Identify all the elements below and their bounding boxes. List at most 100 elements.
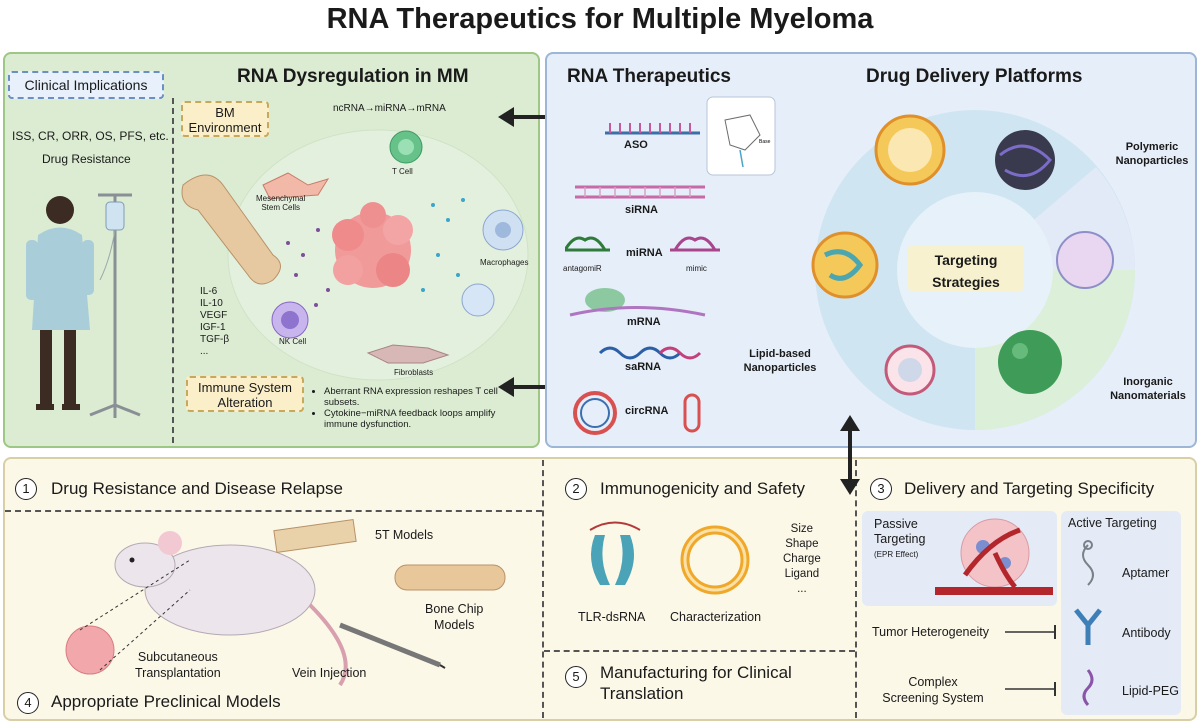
section-5-line-2: Translation [600,684,684,703]
section-number-1: 1 [15,478,37,500]
mouse-icon [114,531,348,687]
section-title-2: Immunogenicity and Safety [600,479,806,498]
bullet-item: Cytokine−miRNA feedback loops amplify im… [324,408,509,430]
section-number-2: 2 [565,478,587,500]
nanoparticle-ring-icon [680,525,750,595]
cytokine-dots [286,198,465,307]
mimic-label: mimic [686,264,707,273]
bm-line-1: BM [215,105,235,120]
polymer-tangle-icon [995,130,1055,190]
section-number-5: 5 [565,666,587,688]
rna-modalities-illustration: Base [565,96,776,435]
lipid-line-2: Nanoparticles [743,362,817,374]
antibody-label: Antibody [1122,626,1171,640]
targeting-line-1: Targeting [934,252,998,268]
liposome-icon [874,114,946,186]
tumor-vessel-icon [935,518,1053,595]
lipid-label: Lipid-based Nanoparticles [735,347,825,375]
targeting-ligands [1074,540,1102,706]
property-list: Size Shape Charge Ligand ... [783,522,821,597]
immune-line-1: Immune System [198,380,292,395]
fibroblast-icon [366,344,450,364]
mrna-icon [569,288,706,317]
clinical-line-1: ISS, CR, ORR, OS, PFS, etc. [12,129,169,143]
clinical-line-2: Drug Resistance [42,152,131,166]
page-title: RNA Therapeutics for Multiple Myeloma [326,3,874,35]
rna-flow-label: ncRNA→miRNA→mRNA [333,103,446,114]
iv-stand-icon [89,193,141,418]
lipid-line-1: Lipid-based [749,348,811,360]
passive-line-2: Targeting [874,532,926,546]
section-title-5: Manufacturing for Clinical Translation [600,662,792,704]
complex-screening-label: Complex Screening System [875,674,991,706]
tlr-receptor-icon [589,521,641,585]
clinical-implications-tag: Clinical Implications [8,71,164,99]
patient-illustration [26,193,141,418]
section-title-1: Drug Resistance and Disease Relapse [51,479,343,498]
microenvironment-illustration [181,129,529,381]
5t-models-label: 5T Models [375,528,434,542]
characterization-label: Characterization [670,610,762,624]
section-title-4: Appropriate Preclinical Models [51,692,281,711]
property-item: Shape [785,538,819,550]
msc-line-2: Stem Cells [261,203,301,212]
delivery-heading: Drug Delivery Platforms [866,66,1083,87]
delivery-wheel [811,110,1135,430]
subq-line-2: Transplantation [135,666,221,680]
complex-line-1: Complex [908,675,958,689]
antagomir-label: antagomiR [563,264,602,273]
t-cell-icon [389,130,423,164]
inorganic-sphere-icon [998,330,1062,394]
exosome-icon [884,344,936,396]
section-5-line-1: Manufacturing for Clinical [600,663,792,682]
bone-icon [181,174,281,285]
divider-vertical [172,98,174,443]
bone-chip-label: Bone Chip Models [425,601,483,633]
divider-vertical [542,460,544,718]
dendritic-cell-icon [461,283,495,317]
aptamer-icon [1082,540,1094,586]
macrophage-icon [482,209,524,251]
safety-illustration [589,521,750,595]
circrna-icon [573,391,617,435]
bm-environment-tag: BM Environment [181,101,269,137]
divider-vertical [855,460,857,718]
mimic-icon [670,236,720,252]
cytokine-item: ... [200,346,209,357]
aso-label: ASO [624,139,648,151]
section-number-3: 3 [870,478,892,500]
syringe-icon [339,622,446,669]
targeting-strategies-label: Targeting Strategies [908,249,1024,293]
svg-text:Base: Base [759,139,771,145]
property-item: Charge [783,553,821,565]
tumor-cluster-icon [332,202,413,288]
bone-chip-icon [394,564,506,591]
passive-line-1: Passive [874,517,918,531]
patient-icon [26,196,94,410]
heterogeneity-label: Tumor Heterogeneity [872,625,989,639]
polymer-sphere-icon [1056,231,1114,289]
msc-icon [262,172,330,200]
passive-label: Passive Targeting (EPR Effect) [874,517,925,562]
property-item: Ligand [784,568,820,580]
polymeric-line-1: Polymeric [1125,141,1179,153]
aso-strand-icon [605,123,700,135]
property-item: ... [797,583,807,595]
circrna-label: circRNA [625,405,669,417]
subq-line-1: Subcutaneous [137,650,218,664]
inhibit-icon [1005,625,1056,639]
inhibit-icon [1005,682,1056,696]
cytokine-item: TGF-β [200,334,230,345]
mirna-label: miRNA [626,247,663,259]
bone-chip-line-1: Bone Chip [425,602,484,616]
inhibition-arrows [1005,625,1056,696]
immune-bullets: Aberrant RNA expression reshapes T cell … [310,386,509,430]
immune-alteration-tag: Immune System Alteration [186,376,304,412]
bone-model-icon [273,518,357,554]
msc-line-1: Mesenchymal [256,194,306,203]
msc-label: Mesenchymal Stem Cells [256,194,305,212]
sirna-label: siRNA [625,204,659,216]
cytokine-item: IGF-1 [200,322,226,333]
lipid-peg-label: Lipid-PEG [1122,684,1179,698]
tumor-mass-icon [65,625,115,675]
